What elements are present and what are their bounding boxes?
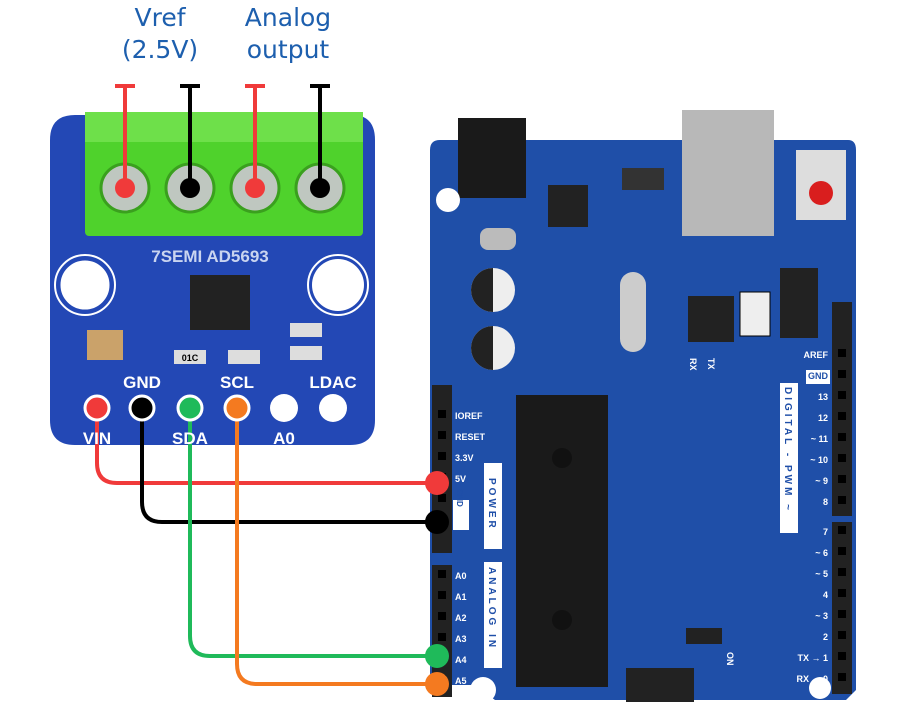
arduino-uno: POWER ANALOG IN DIGITAL - PWM ~ RX TX ON… — [430, 110, 856, 703]
atmega-chip — [516, 395, 608, 687]
digital-pin-label: ~ 5 — [815, 569, 828, 579]
header-pin — [838, 391, 846, 399]
breakout-pin-label: SCL — [220, 373, 254, 392]
pin-label-vin: Vin — [455, 516, 469, 526]
breakout-pin-unused — [270, 394, 298, 422]
crystal — [620, 272, 646, 352]
on-led-label: ON — [725, 652, 735, 666]
header-pin — [838, 673, 846, 681]
digital-pin-label: 7 — [823, 527, 828, 537]
header-pin — [438, 633, 446, 641]
breakout-pin-sda — [176, 394, 204, 422]
analog-output-label: Analog — [245, 3, 331, 32]
header-pin — [838, 568, 846, 576]
ad5693-chip — [190, 275, 250, 330]
breakout-pin-vin — [83, 394, 111, 422]
screw-terminal-block — [85, 112, 363, 236]
wire-terminal-dot — [115, 178, 135, 198]
digital-pin-label: GND — [808, 371, 829, 381]
pin-label-3.3v: 3.3V — [455, 453, 474, 463]
resistor-code: 01C — [182, 353, 199, 363]
pin-label-5v: 5V — [455, 474, 466, 484]
wire-sda-to-a4 — [188, 408, 437, 658]
header-pin — [838, 589, 846, 597]
digital-header-low — [832, 522, 852, 694]
header-pin — [838, 412, 846, 420]
pin-label-a1: A1 — [455, 592, 467, 602]
header-pin — [438, 452, 446, 460]
power-jack — [458, 118, 526, 198]
digital-pin-label: 4 — [823, 590, 828, 600]
header-pin — [438, 612, 446, 620]
breakout-pin-label: VIN — [83, 429, 111, 448]
digital-pin-label: RX ← 0 — [796, 674, 828, 684]
arduino-pin-a5 — [425, 672, 449, 696]
digital-pwm-label: DIGITAL - PWM ~ — [782, 387, 793, 513]
tx-led-label: TX — [706, 358, 716, 370]
vref-value-label: (2.5V) — [122, 35, 198, 64]
pin-label-a5: A5 — [455, 676, 467, 686]
header-pin — [838, 526, 846, 534]
rx-led-label: RX — [688, 358, 698, 371]
breakout-pin-scl — [223, 394, 251, 422]
header-pin — [438, 410, 446, 418]
header-pin — [838, 349, 846, 357]
pin-label-gnd: GND — [455, 489, 464, 507]
header-pin — [838, 433, 846, 441]
digital-pin-label: ~ 10 — [810, 455, 828, 465]
header-pin — [838, 547, 846, 555]
breakout-pin-gnd — [128, 394, 156, 422]
digital-pin-label: ~ 9 — [815, 476, 828, 486]
wire-terminal-dot — [245, 178, 265, 198]
header-pin — [438, 591, 446, 599]
digital-pin-label: 2 — [823, 632, 828, 642]
pin-label-a3: A3 — [455, 634, 467, 644]
header-pin — [838, 631, 846, 639]
digital-pin-label: 13 — [818, 392, 828, 402]
vref-label: Vref — [134, 3, 186, 32]
power-label: POWER — [486, 478, 497, 531]
arduino-pin-gnd — [425, 510, 449, 534]
analog-in-label: ANALOG IN — [486, 567, 497, 650]
wire-terminal-dot — [310, 178, 330, 198]
breakout-pin-label: LDAC — [309, 373, 356, 392]
wire-scl-to-a5 — [235, 408, 437, 686]
wire-gnd-to-gnd — [140, 408, 437, 524]
breakout-pin-label: SDA — [172, 429, 208, 448]
pin-label-reset: RESET — [455, 432, 486, 442]
header-pin — [438, 494, 446, 502]
header-pin — [838, 454, 846, 462]
digital-pin-label: 8 — [823, 497, 828, 507]
wire-terminal-dot — [180, 178, 200, 198]
digital-pin-label: TX → 1 — [797, 653, 828, 663]
digital-pin-label: ~ 3 — [815, 611, 828, 621]
analog-output-label-2: output — [247, 35, 330, 64]
header-pin — [838, 496, 846, 504]
header-pin — [438, 431, 446, 439]
pin-label-a4: A4 — [455, 655, 467, 665]
digital-pin-label: AREF — [804, 350, 829, 360]
arduino-pin-5v — [425, 471, 449, 495]
arduino-pin-a4 — [425, 644, 449, 668]
digital-header-high — [832, 302, 852, 516]
wire-vin-to-5v — [95, 408, 437, 485]
breakout-pin-label: A0 — [273, 429, 295, 448]
breakout-pin-label: GND — [123, 373, 161, 392]
pin-label-a0: A0 — [455, 571, 467, 581]
pin-label-ioref: IOREF — [455, 411, 483, 421]
header-pin — [838, 370, 846, 378]
breakout-pin-unused — [319, 394, 347, 422]
header-pin — [838, 475, 846, 483]
header-pin — [838, 652, 846, 660]
digital-pin-label: ~ 6 — [815, 548, 828, 558]
usb-port — [682, 110, 774, 236]
silkscreen-label: 7SEMI AD5693 — [151, 247, 268, 266]
digital-pin-label: 12 — [818, 413, 828, 423]
digital-pin-label: ~ 11 — [811, 434, 828, 444]
header-pin — [838, 610, 846, 618]
pin-label-a2: A2 — [455, 613, 467, 623]
header-pin — [438, 570, 446, 578]
